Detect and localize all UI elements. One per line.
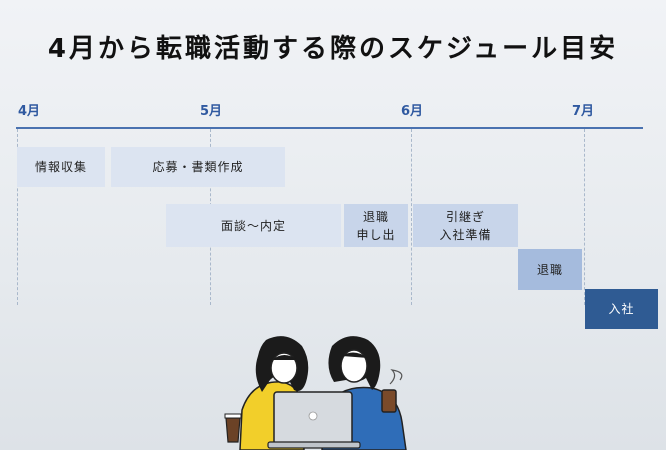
task-handover-preparation: 引継ぎ 入社準備: [413, 204, 518, 247]
page-title: 4月から転職活動する際のスケジュール目安: [47, 34, 619, 64]
coffee-cup-icon: [224, 413, 242, 443]
timeline-axis: [16, 127, 643, 129]
month-label-july: 7月: [572, 104, 595, 119]
two-women-laptop-illustration: [224, 336, 407, 450]
guide-line-july: [584, 129, 585, 305]
guide-line-april: [17, 129, 18, 305]
guide-line-june: [411, 129, 412, 305]
task-joining: 入社: [585, 289, 658, 329]
task-resignation: 退職: [518, 249, 582, 290]
task-interview-offer: 面談～内定: [166, 204, 341, 247]
task-resignation-notice: 退職 申し出: [344, 204, 408, 247]
month-label-may: 5月: [200, 104, 223, 119]
task-information-gathering: 情報収集: [17, 147, 105, 187]
task-application-documents: 応募・書類作成: [111, 147, 285, 187]
month-label-june: 6月: [401, 104, 424, 119]
month-label-april: 4月: [18, 104, 41, 119]
laptop-icon: [267, 391, 361, 449]
